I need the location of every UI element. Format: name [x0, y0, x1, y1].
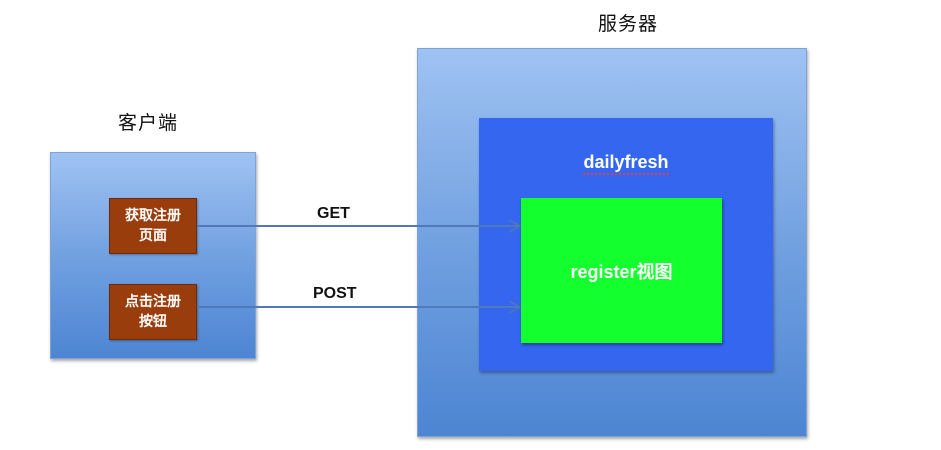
get-method-label: GET: [317, 205, 350, 222]
get-arrow: [197, 219, 522, 233]
get-register-page-label: 获取注册页面: [125, 208, 181, 244]
get-arrow-head: [508, 219, 522, 233]
get-register-page-box: 获取注册页面: [109, 198, 197, 254]
register-view-label: register视图: [570, 261, 673, 282]
server-heading: 服务器: [598, 13, 659, 35]
client-heading: 客户端: [118, 112, 179, 134]
post-method-label: POST: [313, 285, 357, 302]
post-arrow-head: [508, 300, 522, 314]
click-register-button-box: 点击注册按钮: [109, 284, 197, 340]
register-view-box: register视图: [521, 198, 722, 343]
app-name-label: dailyfresh: [479, 152, 773, 175]
click-register-button-label: 点击注册按钮: [125, 294, 181, 330]
app-name-text: dailyfresh: [583, 152, 669, 175]
post-arrow: [197, 300, 522, 314]
